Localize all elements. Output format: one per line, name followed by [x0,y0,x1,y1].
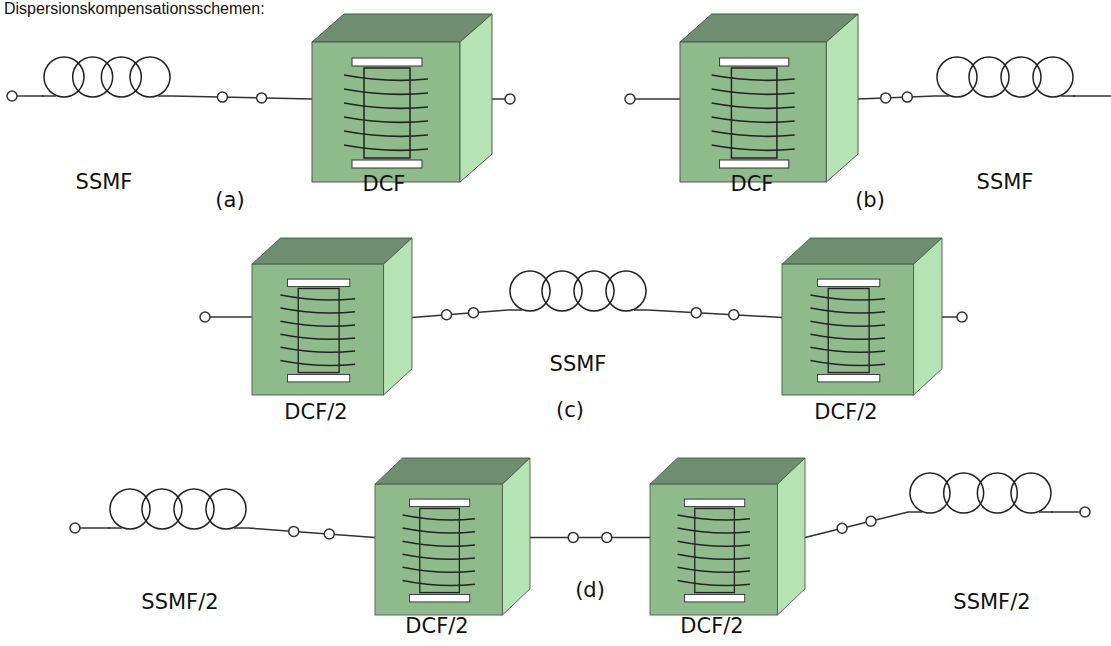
dcf-module [650,458,805,615]
free-terminals [7,91,1111,533]
sub-figure-letter: (a) [215,188,244,212]
fiber-connection [248,526,375,539]
fiber-connection [858,92,935,103]
dcf-node: DCF/2 [782,238,942,395]
component-label: DCF/2 [814,400,877,424]
component-label: DCF [731,172,774,196]
figure-title: Dispersionskompensationsschemen: [4,0,265,18]
dcf-module [312,14,492,182]
fiber-coil [908,472,1053,518]
fiber-connection [805,512,908,537]
ssmf-node: SSMF [42,56,172,102]
component-label: DCF [363,172,406,196]
fiber-coil [935,56,1075,102]
fiber-connection [412,308,508,320]
dcf-node: DCF/2 [650,458,805,615]
ssmf-node: SSMF [935,56,1075,102]
component-label: DCF/2 [405,614,468,638]
dcf-module [252,238,412,395]
fiber-connection [648,308,782,320]
dcf-node: DCF/2 [252,238,412,395]
fiber-coil [42,56,172,102]
ssmf-node: SSMF [508,270,648,316]
dcf-module [782,238,942,395]
fiber-connection [172,92,312,103]
fiber-coil [108,488,248,534]
component-label: SSMF [977,170,1034,194]
component-label: DCF/2 [680,614,743,638]
component-label: SSMF [76,170,133,194]
dcf-node: DCF [312,14,492,182]
ssmf-node: SSMF/2 [908,472,1053,518]
sub-figure-letter: (c) [556,398,584,422]
dcf-node: DCF/2 [375,458,530,615]
ssmf-node: SSMF/2 [108,488,248,534]
component-label: SSMF/2 [141,590,218,614]
component-label: DCF/2 [284,400,347,424]
component-label: SSMF/2 [953,590,1030,614]
dcf-module [375,458,530,615]
sub-figure-letter: (b) [855,188,885,212]
sub-figure-letter: (d) [575,578,605,602]
fiber-connection [530,532,650,542]
dcf-node: DCF [680,14,858,182]
dcf-module [680,14,858,182]
component-label: SSMF [550,352,607,376]
fiber-coil [508,270,648,316]
